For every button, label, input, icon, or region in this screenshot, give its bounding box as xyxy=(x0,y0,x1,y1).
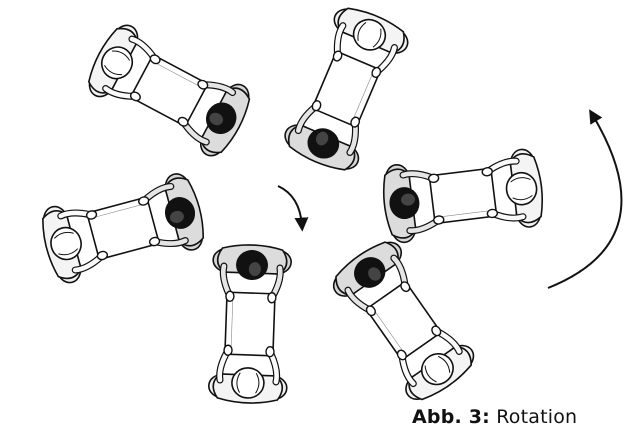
person-pair-1 xyxy=(81,19,257,162)
person-pair-5 xyxy=(208,244,291,405)
person-pair-3 xyxy=(380,148,546,245)
caption-text: Rotation xyxy=(496,406,577,428)
inner-rotation-arrow xyxy=(278,186,302,226)
outer-rotation-arrow xyxy=(548,114,621,288)
person-pair-4 xyxy=(326,234,481,408)
person-pair-2 xyxy=(280,1,414,177)
figure-caption: Abb. 3: Rotation xyxy=(412,406,577,428)
person-pair-6 xyxy=(37,170,210,286)
caption-label: Abb. 3: xyxy=(412,406,490,428)
